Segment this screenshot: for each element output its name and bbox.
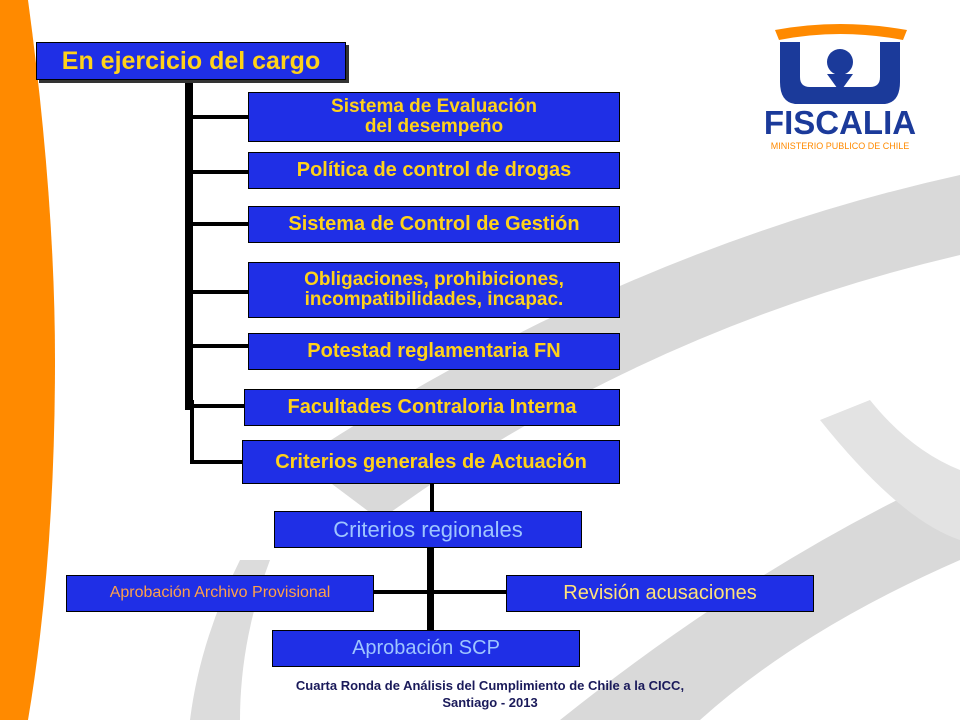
branch-box-potestad: Potestad reglamentaria FN [248,333,620,370]
regional-trunk-line [427,546,434,632]
regional-criteria-box: Criterios regionales [274,511,582,548]
connector-line [190,222,250,226]
child-label: Revisión acusaciones [563,582,757,604]
connector-line [190,344,250,348]
branch-label: Criterios generales de Actuación [275,450,587,473]
connector-line [190,290,250,294]
right-child-connector-line [432,590,508,594]
connector-line [190,115,250,119]
branch-box-evaluacion: Sistema de Evaluación del desempeño [248,92,620,142]
main-trunk-line [185,78,193,410]
orange-arc-shape [0,0,55,720]
connector-line [190,404,246,408]
branch-box-criterios-generales: Criterios generales de Actuación [242,440,620,484]
footer-line-2: Santiago - 2013 [442,694,538,710]
branch-label: Obligaciones, prohibiciones, incompatibi… [304,269,564,310]
title-box: En ejercicio del cargo [36,42,346,80]
footer-line-1: Cuarta Ronda de Análisis del Cumplimient… [295,678,685,693]
regional-connector-line [430,484,434,512]
trunk-extension-line [190,400,194,464]
diagram-title: En ejercicio del cargo [61,46,321,75]
logo-subtitle: MINISTERIO PUBLICO DE CHILE [771,141,910,151]
left-child-connector-line [372,590,430,594]
child-label: Aprobación Archivo Provisional [109,584,331,602]
logo-orange-arc [775,24,907,40]
logo-name: FISCALIA [764,104,916,141]
branch-box-drogas: Política de control de drogas [248,152,620,189]
branch-label: Política de control de drogas [296,159,572,181]
branch-box-obligaciones: Obligaciones, prohibiciones, incompatibi… [248,262,620,318]
branch-label: Facultades Contraloria Interna [287,396,577,418]
regional-label: Criterios regionales [333,516,523,542]
footer-citation: Cuarta Ronda de Análisis del Cumplimient… [240,678,740,712]
branch-label: Sistema de Evaluación del desempeño [331,96,537,137]
branch-box-gestion: Sistema de Control de Gestión [248,206,620,243]
branch-label: Potestad reglamentaria FN [307,340,561,362]
connector-line [190,460,244,464]
branch-box-contraloria: Facultades Contraloria Interna [244,389,620,426]
fiscalia-logo: FISCALIA MINISTERIO PUBLICO DE CHILE [764,24,916,151]
connector-line [190,170,250,174]
branch-label: Sistema de Control de Gestión [288,213,580,235]
watermark-band-shape [300,175,960,520]
archive-approval-box: Aprobación Archivo Provisional [66,575,374,612]
accusation-review-box: Revisión acusaciones [506,575,814,612]
child-label: Aprobación SCP [352,637,500,659]
scp-approval-box: Aprobación SCP [272,630,580,667]
